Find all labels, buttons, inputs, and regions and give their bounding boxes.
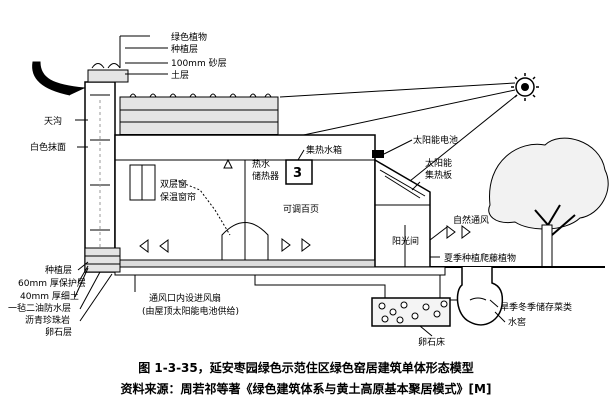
bottom-layers (84, 247, 121, 273)
label-green-plants: 绿色植物 (171, 31, 207, 43)
sun-rays (279, 82, 518, 186)
label-gutter: 天沟 (44, 115, 62, 127)
label-waterproof: 一毡二油防水层 (8, 302, 71, 314)
gutter-pipe (32, 61, 86, 96)
label-heat-collector-box: 集热水箱 (306, 144, 342, 156)
label-vent-fan: 通风口内设进风扇 (149, 292, 221, 304)
sunspace (374, 158, 431, 268)
label-solar-collector-2: 集热板 (425, 169, 452, 181)
pebble-bed (371, 297, 451, 327)
label-planting-layer: 种植层 (171, 43, 198, 55)
label-hot-water-2: 储热器 (252, 170, 279, 182)
label-sunspace: 阳光间 (392, 235, 419, 247)
caption-line-1: 图 1-3-35，延安枣园绿色示范住区绿色窑居建筑单体形态模型 (138, 360, 474, 375)
label-asphalt-gravel: 沥青珍珠岩 (25, 314, 70, 326)
heat-collector-box (285, 159, 313, 185)
label-cellar: 水窖 (508, 316, 526, 328)
label-solar-cell: 太阳能电池 (413, 134, 458, 146)
svg-text:3: 3 (293, 166, 302, 181)
label-pebble-bed: 卵石床 (418, 336, 445, 348)
label-summer-vine: 夏季种植爬藤植物 (444, 252, 516, 264)
label-adjustable-louver: 可调百页 (283, 204, 319, 215)
label-pebble-layer: 卵石层 (45, 327, 72, 338)
label-white-plaster: 白色抹面 (30, 141, 66, 153)
label-soil-40: 40mm 厚细土 (20, 290, 79, 302)
label-hot-water: 热水 (252, 158, 270, 170)
label-solar-collector: 太阳能 (425, 157, 452, 169)
label-double-window-2: 保温窗帘 (160, 191, 196, 203)
label-sand-layer: 100mm 砂层 (171, 57, 227, 69)
airflow-arrows (139, 158, 471, 253)
label-storage: 旱季冬季储存菜类 (500, 301, 572, 313)
building (114, 134, 376, 268)
label-planting-layer-bottom: 种植层 (45, 264, 72, 276)
label-double-window: 双层窗 (160, 178, 187, 190)
water-cellar (456, 267, 504, 326)
solar-cell-panel (372, 150, 384, 158)
roof-plants (129, 93, 272, 98)
label-vent-fan-note: (由屋顶太阳能电池供给) (142, 305, 239, 317)
tree-icon (488, 137, 609, 268)
label-soil-layer: 土层 (171, 69, 189, 81)
roof-soil (119, 96, 279, 136)
label-protect-layer: 60mm 厚保护层 (18, 277, 86, 289)
left-wall (84, 81, 116, 273)
leader-lines (74, 35, 506, 337)
label-natural-ventilation: 自然通风 (453, 214, 489, 226)
roof-planter (87, 63, 129, 83)
caption-line-2: 资料来源：周若祁等著《绿色建筑体系与黄土高原基本聚居模式》[M] (121, 381, 492, 396)
